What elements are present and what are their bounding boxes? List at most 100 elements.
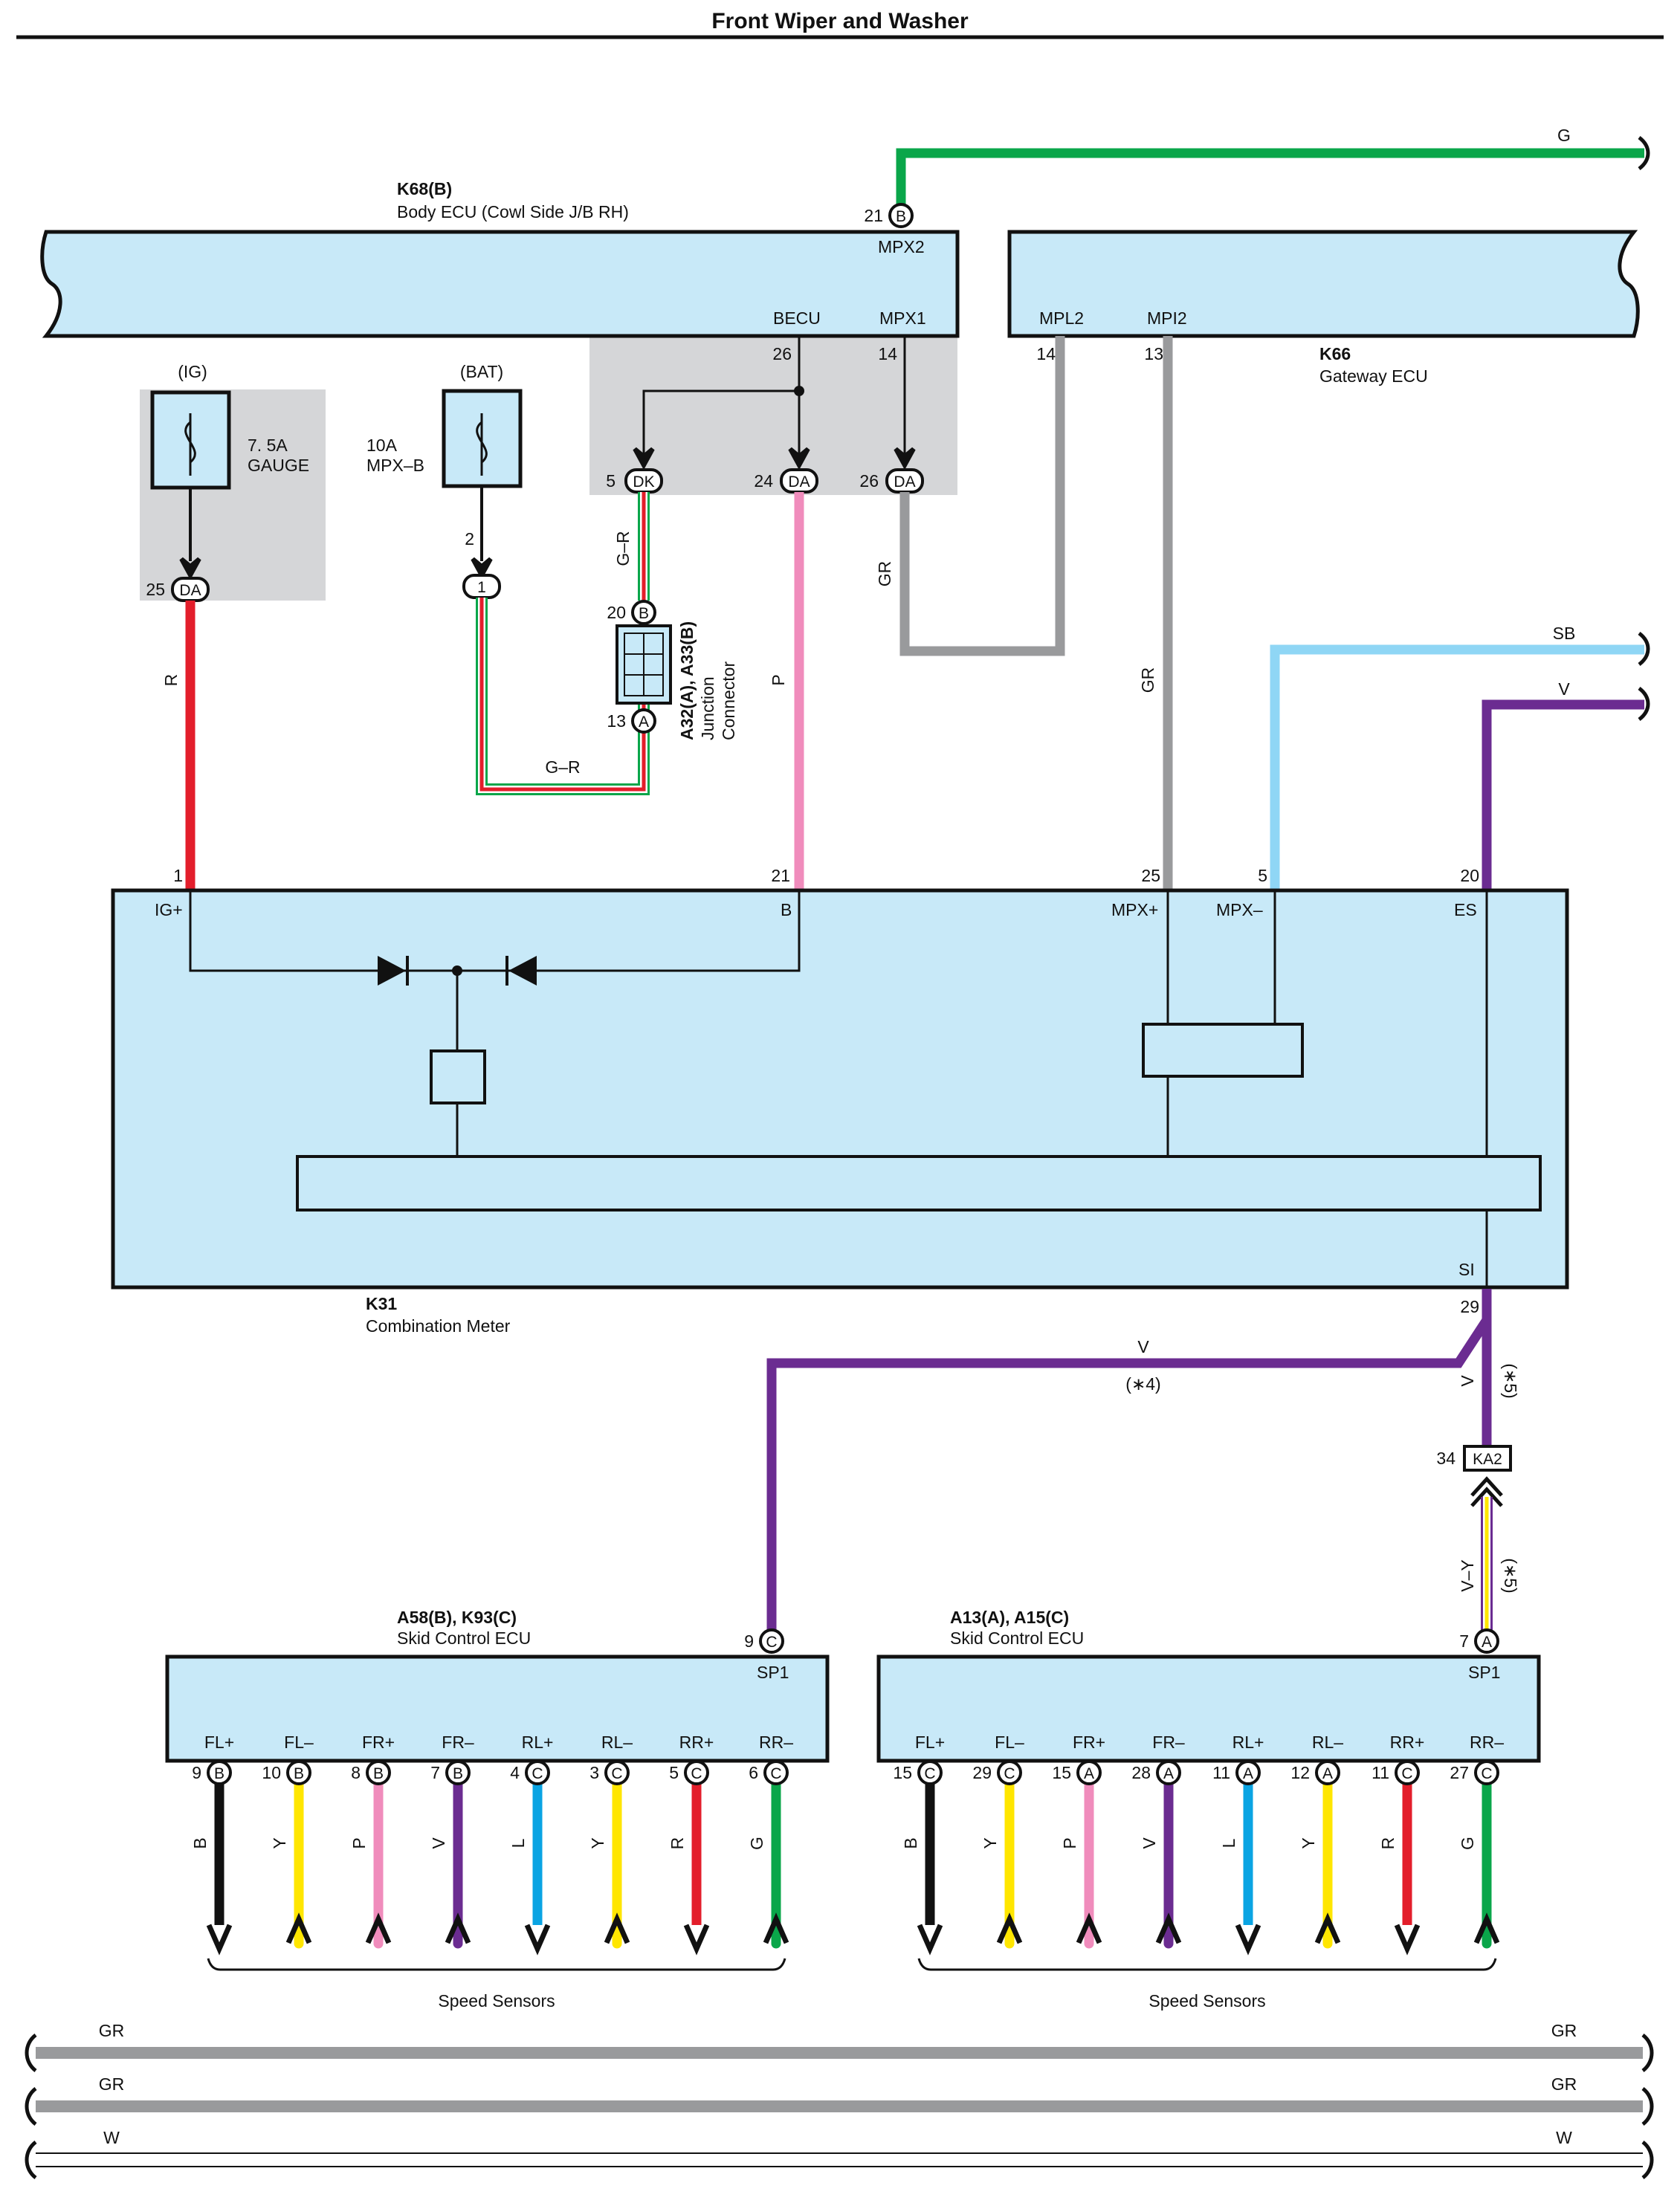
left-sensor-pin bbox=[604, 1760, 630, 1785]
right-sensor-wire-label: B bbox=[901, 1837, 920, 1848]
becu-junction-dot bbox=[794, 386, 804, 396]
meter-power-bus bbox=[189, 892, 801, 972]
meter-terminal-mpxp: MPX+ bbox=[1111, 900, 1158, 919]
arrow-da24 bbox=[788, 447, 810, 470]
left-sensor-pin-conn: B bbox=[294, 1765, 304, 1782]
left-sensor-pin-conn: B bbox=[453, 1765, 463, 1782]
right-terminal-label: RL+ bbox=[1232, 1733, 1264, 1752]
right-sensor-wire-label: P bbox=[1060, 1837, 1079, 1848]
wire-label-g-top: G bbox=[1557, 126, 1571, 145]
wire-break-g bbox=[1638, 136, 1650, 170]
arrow-da26 bbox=[894, 447, 916, 470]
arrow-dk bbox=[633, 447, 655, 470]
pin-mpx2-num: 21 bbox=[864, 206, 883, 225]
left-terminal-label: FL+ bbox=[204, 1733, 234, 1752]
bottom-wire-label-right: GR bbox=[1551, 2021, 1577, 2040]
right-sensor-arrow-down bbox=[1394, 1924, 1421, 1955]
right-sensor-pin-conn: A bbox=[1322, 1765, 1333, 1782]
right-sensor-pin-num: 27 bbox=[1450, 1763, 1469, 1782]
left-sensor-pin-num: 5 bbox=[669, 1763, 679, 1782]
meter-code: K31 bbox=[366, 1294, 397, 1313]
meter-terminal-si: SI bbox=[1458, 1260, 1475, 1279]
meter-name: Combination Meter bbox=[366, 1316, 511, 1336]
arrow-bat bbox=[471, 557, 493, 580]
fuse-bat-icon bbox=[476, 421, 488, 464]
wire-label-gr-bottom: G–R bbox=[545, 757, 580, 777]
left-sensor-pin-num: 8 bbox=[351, 1763, 361, 1782]
meter-pin-igp: 1 bbox=[173, 866, 183, 885]
terminal-becu: BECU bbox=[773, 308, 821, 328]
fuse-ig-supply: (IG) bbox=[178, 362, 207, 381]
jc-pin-a bbox=[631, 708, 656, 734]
right-sensor-arrow-up bbox=[1076, 1912, 1102, 1944]
bottom-wire-label-left: GR bbox=[99, 2074, 125, 2094]
connector-da26-num: 26 bbox=[859, 471, 879, 491]
left-terminal-label: RR– bbox=[759, 1733, 793, 1752]
skid-left-terminal: SP1 bbox=[757, 1663, 789, 1682]
combination-meter-box bbox=[111, 888, 1569, 1290]
left-sensor-arrow-up bbox=[763, 1912, 789, 1944]
wire-gr-bat-inner bbox=[479, 598, 646, 792]
speed-sensors-right-group: FL+C15BFL–C29YFR+A15PFR–A28VRL+A11LRL–A1… bbox=[893, 1733, 1504, 1955]
right-sensor-arrow-up bbox=[1473, 1912, 1500, 1944]
right-sensor-pin bbox=[917, 1760, 943, 1785]
wire-note-5a: (∗5) bbox=[1501, 1363, 1520, 1398]
fuse-ig-icon bbox=[184, 421, 196, 464]
left-sensor-pin-num: 10 bbox=[262, 1763, 281, 1782]
wire-label-sb: SB bbox=[1553, 624, 1576, 643]
comm-ic-block bbox=[1142, 1023, 1304, 1078]
right-sensor-pin-num: 29 bbox=[972, 1763, 992, 1782]
wire-label-gr-mpi2: GR bbox=[1138, 667, 1157, 693]
bottom-wire-label-right: W bbox=[1556, 2128, 1572, 2147]
wire-break-sb bbox=[1638, 632, 1650, 666]
bottom-wire-break-right bbox=[1641, 2087, 1654, 2126]
right-sensor-arrow-down bbox=[917, 1924, 943, 1955]
left-sensor-pin-conn: C bbox=[532, 1765, 543, 1782]
left-sensor-pin bbox=[684, 1760, 709, 1785]
jc-pin-b bbox=[631, 600, 656, 625]
bottom-wire-break-right bbox=[1641, 2141, 1654, 2179]
connector-da24-num: 24 bbox=[754, 471, 773, 491]
bottom-wire-break-left bbox=[25, 2034, 37, 2072]
right-sensor-pin-num: 11 bbox=[1372, 1763, 1389, 1782]
bottom-wire-break-left bbox=[25, 2141, 37, 2179]
left-sensor-pin-num: 4 bbox=[510, 1763, 520, 1782]
wire-g-top bbox=[896, 148, 1644, 208]
wire-break-v bbox=[1638, 687, 1650, 721]
right-terminal-label: RR– bbox=[1470, 1733, 1504, 1752]
connector-ka2 bbox=[1463, 1445, 1512, 1472]
pin-mpx2-connector bbox=[888, 203, 914, 228]
wire-note-4: (∗4) bbox=[1125, 1374, 1160, 1394]
meter-pin-mpxm: 5 bbox=[1258, 866, 1267, 885]
right-terminal-label: FL+ bbox=[915, 1733, 945, 1752]
bottom-wire-label-right: GR bbox=[1551, 2074, 1577, 2094]
skid-left-name: Skid Control ECU bbox=[397, 1628, 531, 1648]
skid-right-name: Skid Control ECU bbox=[950, 1628, 1084, 1648]
gateway-ecu-name: Gateway ECU bbox=[1319, 366, 1428, 386]
speed-sensors-right-label: Speed Sensors bbox=[1148, 1991, 1265, 2010]
right-terminal-label: RL– bbox=[1312, 1733, 1343, 1752]
arrow-da25 bbox=[179, 557, 201, 580]
jc-pin-b-conn: B bbox=[639, 605, 649, 622]
pin-mpx2-conn: B bbox=[896, 208, 906, 225]
body-ecu-code: K68(B) bbox=[397, 179, 452, 198]
right-terminal-label: FL– bbox=[995, 1733, 1024, 1752]
jc-code: A32(A), A33(B) bbox=[677, 621, 697, 740]
skid-right-sp1-conn: A bbox=[1482, 1634, 1492, 1651]
connector-da25-num: 25 bbox=[146, 580, 165, 599]
bottom-wire-break-left bbox=[25, 2087, 37, 2126]
left-sensor-wire-label: Y bbox=[588, 1837, 607, 1848]
wire-v-es bbox=[1482, 699, 1644, 890]
left-sensor-arrow-down bbox=[524, 1924, 551, 1955]
left-sensor-arrow-up bbox=[285, 1912, 312, 1944]
right-sensor-pin-num: 15 bbox=[893, 1763, 912, 1782]
speed-sensors-left-label: Speed Sensors bbox=[438, 1991, 555, 2010]
left-sensor-pin-conn: C bbox=[691, 1765, 702, 1782]
terminal-mpx2: MPX2 bbox=[878, 237, 925, 256]
skid-right-sp1-num: 7 bbox=[1459, 1631, 1469, 1651]
jc-name-1: Junction bbox=[698, 676, 717, 740]
diode-right bbox=[508, 956, 537, 986]
right-sensor-pin-num: 28 bbox=[1131, 1763, 1151, 1782]
left-sensor-pin bbox=[445, 1760, 471, 1785]
skid-ecu-right-box bbox=[876, 1654, 1541, 1763]
